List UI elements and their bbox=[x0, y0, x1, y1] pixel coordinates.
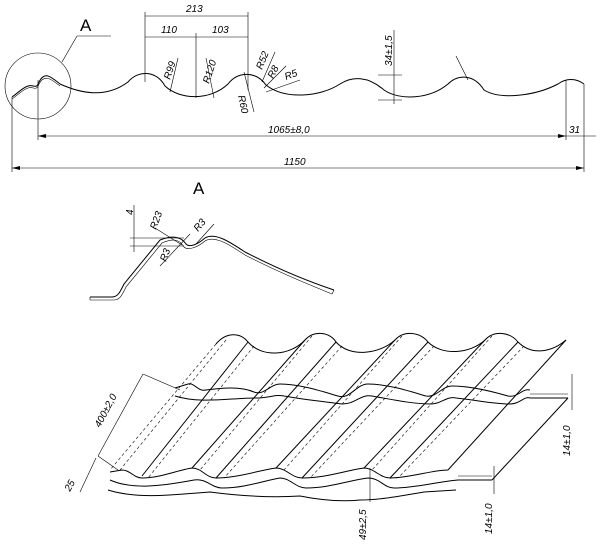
profile-height-label: 49±2,5 bbox=[358, 509, 369, 540]
step-length-ext-top bbox=[142, 373, 181, 391]
sheet-bottom-step-bottom bbox=[109, 477, 492, 489]
radius-6-leader bbox=[243, 71, 255, 113]
radius-1-leader bbox=[169, 57, 179, 93]
radius-a-label: R23 bbox=[148, 210, 165, 231]
pitch-part-2-label: 103 bbox=[212, 25, 229, 36]
detail-profile-inner-line bbox=[90, 238, 333, 301]
total-width-label: 1150 bbox=[284, 157, 306, 168]
profile-wave-inner-line bbox=[11, 77, 61, 100]
wave-height-label: 34±1,5 bbox=[384, 35, 395, 66]
edge-offset-label: 25 bbox=[62, 478, 78, 494]
arrow bbox=[558, 134, 566, 138]
radius-5-leader bbox=[265, 79, 301, 93]
sheet-isometric-view: 400±2,0 25 14±1,0 14±1,0 49±2,5 bbox=[62, 333, 573, 540]
effective-width-label: 1065±8,0 bbox=[268, 125, 310, 136]
step-height-right-label: 14±1,0 bbox=[562, 425, 573, 456]
radius-5-label: R5 bbox=[283, 68, 299, 83]
radius-1-label: R99 bbox=[162, 60, 178, 81]
sheet-front-edge bbox=[107, 489, 457, 502]
pitch-part-1-label: 110 bbox=[161, 25, 177, 36]
radius-2-leader bbox=[205, 57, 215, 99]
radius-6-label: R60 bbox=[235, 94, 250, 115]
radius-c-label: R3 bbox=[192, 217, 209, 234]
radius-4-leader bbox=[263, 65, 287, 89]
thickness-label: 4 bbox=[125, 209, 136, 215]
arrow bbox=[12, 166, 20, 170]
profile-wave-line bbox=[11, 73, 585, 98]
tangent-marker bbox=[455, 55, 469, 81]
edge-offset-dimension-line bbox=[79, 457, 97, 493]
radius-b-leader bbox=[159, 233, 191, 267]
sheet-top-edge bbox=[215, 333, 567, 354]
pitch-total-label: 213 bbox=[185, 4, 203, 15]
detail-callout-label: A bbox=[80, 16, 92, 35]
radius-c-leader bbox=[195, 223, 215, 245]
step-length-dimension-line bbox=[97, 373, 144, 457]
radius-a-leader bbox=[154, 227, 183, 246]
sheet-bottom-step-top bbox=[109, 467, 449, 479]
detail-view-title: A bbox=[193, 179, 205, 198]
detail-profile-line bbox=[90, 235, 335, 298]
arrow bbox=[38, 134, 46, 138]
detail-end-right bbox=[331, 289, 335, 295]
arrow bbox=[576, 166, 584, 170]
radius-4-label: R8 bbox=[266, 64, 282, 81]
profile-view: A 213 110 103 R99 R120 R52 R8 R5 R60 34±… bbox=[4, 4, 596, 172]
detail-view: A 4 R23 R3 R3 bbox=[89, 179, 335, 301]
sheet-ridge-lines bbox=[109, 335, 569, 481]
sheet-middle-step-top bbox=[174, 383, 531, 398]
detail-leader-line bbox=[61, 35, 78, 63]
radius-2-label: R120 bbox=[201, 58, 219, 85]
step-height-bottom-label: 14±1,0 bbox=[484, 503, 495, 534]
step-length-ext-bottom bbox=[97, 455, 119, 471]
radius-3-leader bbox=[261, 51, 276, 83]
overlap-width-label: 31 bbox=[569, 125, 580, 136]
sheet-middle-step-bottom bbox=[174, 394, 568, 405]
radius-b-label: R3 bbox=[158, 247, 173, 263]
